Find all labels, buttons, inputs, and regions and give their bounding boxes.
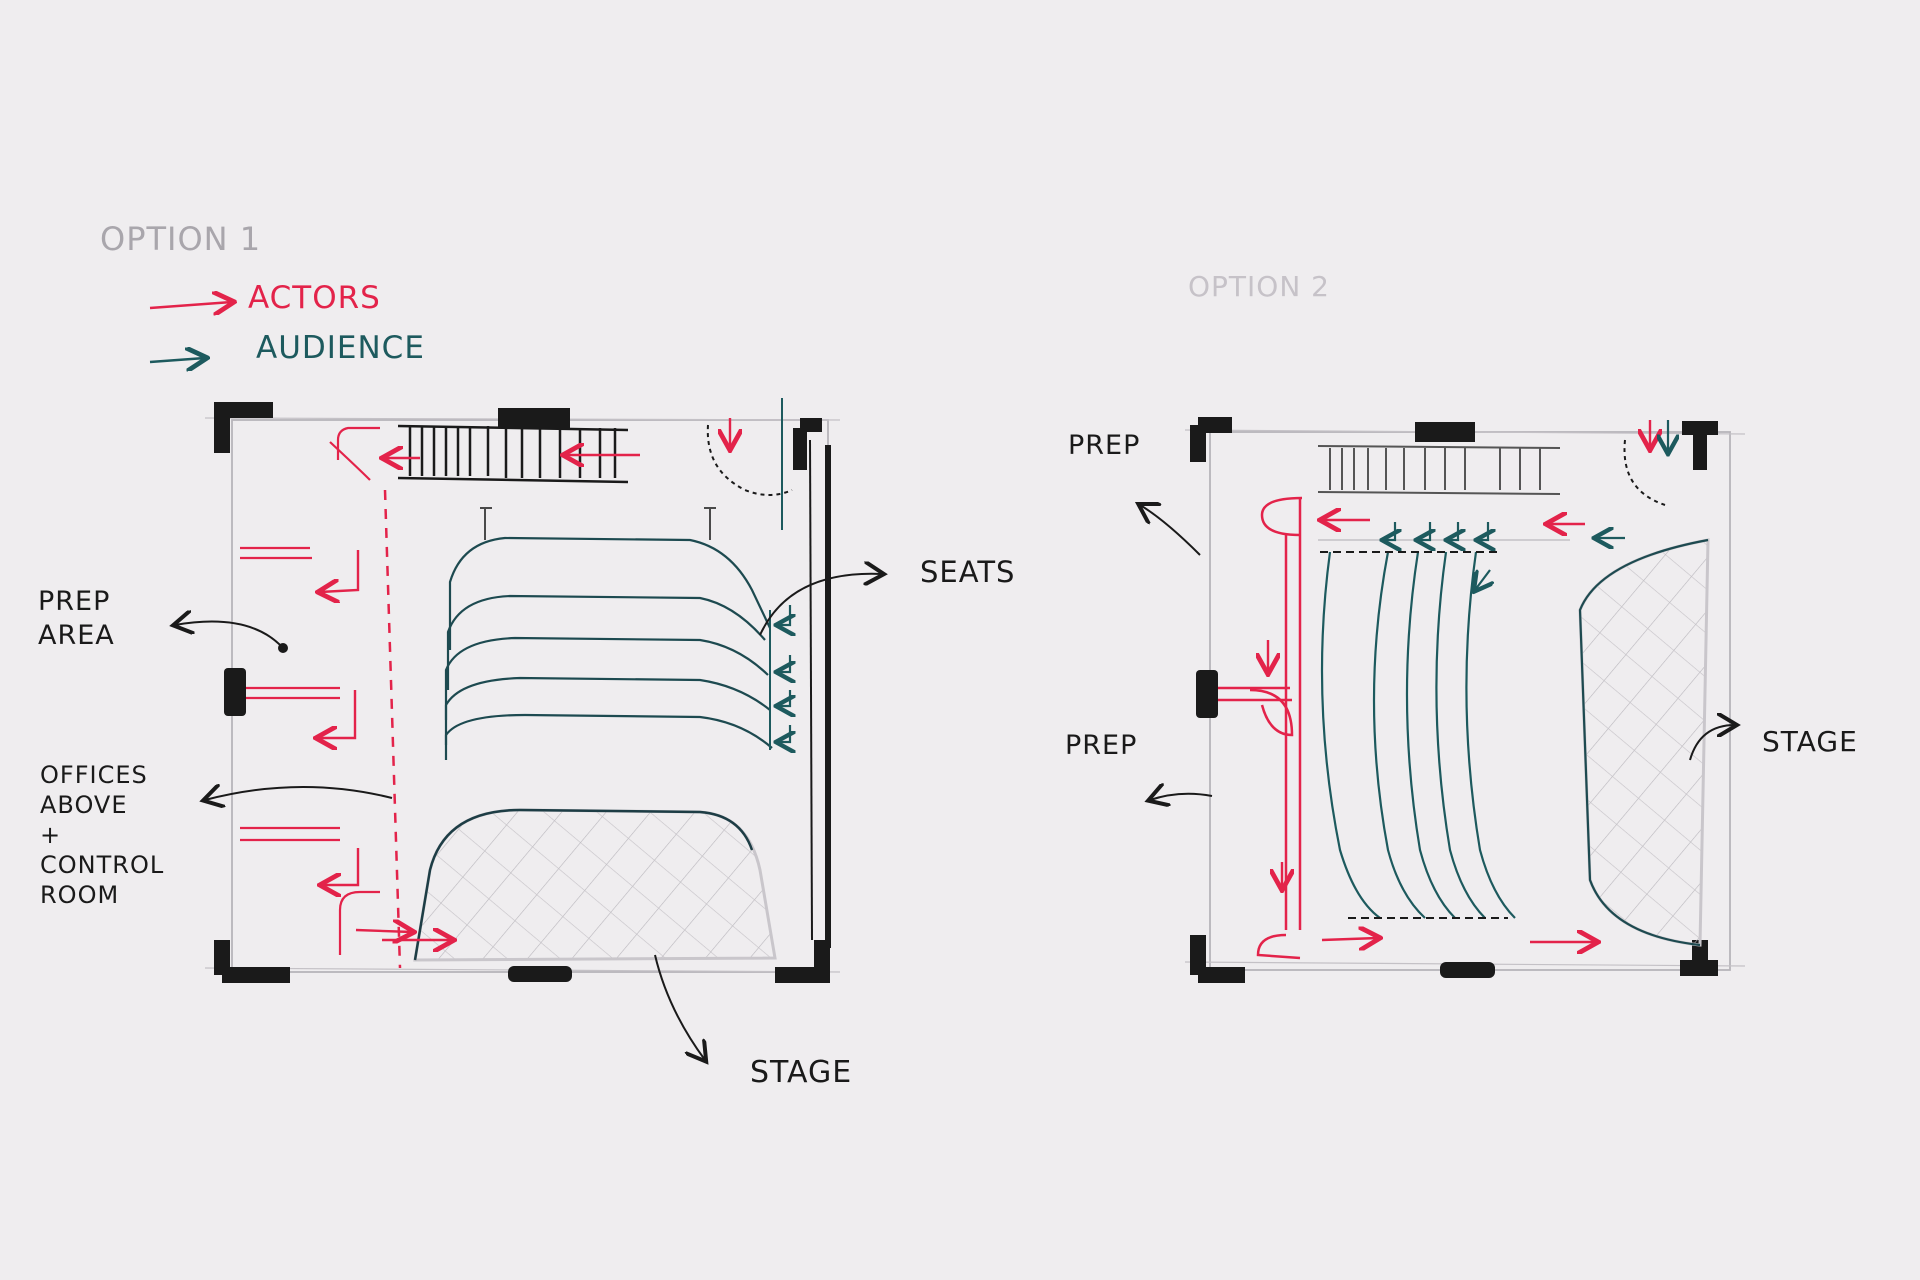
option2-prep-mid-label: PREP xyxy=(1065,730,1138,761)
option2-prep-top-label: PREP xyxy=(1068,430,1141,461)
option1-floor-plan xyxy=(175,398,882,1060)
legend-audience-label: AUDIENCE xyxy=(256,330,425,366)
option2-title: OPTION 2 xyxy=(1188,270,1330,303)
option1-legend-arrows xyxy=(149,302,232,362)
prep-area-label: PREP AREA xyxy=(38,586,115,651)
option2-stage-label: STAGE xyxy=(1762,725,1858,758)
offices-control-room-label: OFFICES ABOVE + CONTROL ROOM xyxy=(40,761,165,909)
option1-title: OPTION 1 xyxy=(100,220,262,258)
legend-actors-label: ACTORS xyxy=(248,280,381,316)
seats-label: SEATS xyxy=(920,555,1016,589)
option1-stage-label: STAGE xyxy=(750,1055,853,1090)
option2-floor-plan xyxy=(1140,417,1746,983)
